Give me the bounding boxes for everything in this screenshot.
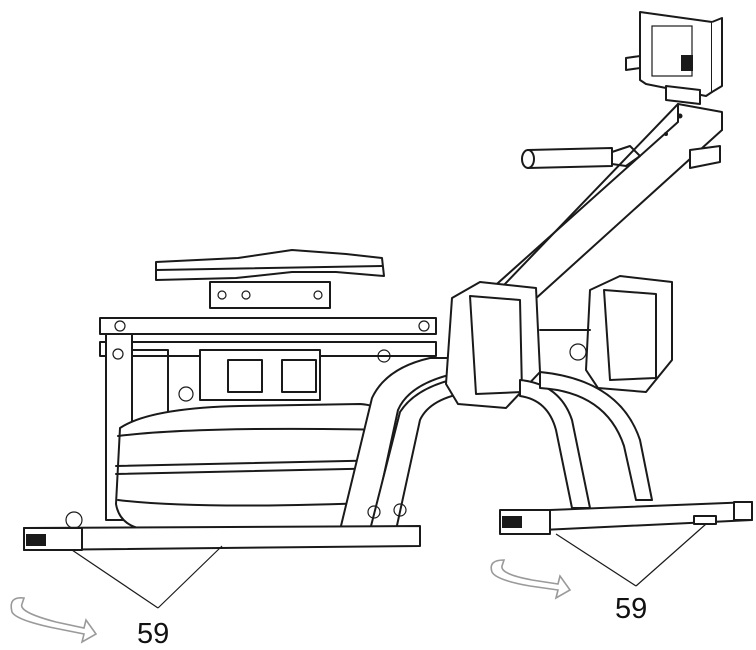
front-base bbox=[23, 511, 421, 551]
handle-bar bbox=[521, 145, 721, 169]
rotate-arrow-left bbox=[10, 596, 98, 644]
rotate-arrow-right bbox=[490, 559, 572, 600]
seat bbox=[155, 249, 385, 309]
rear-legs bbox=[519, 371, 653, 509]
frame-rail bbox=[99, 317, 437, 521]
footrests bbox=[445, 275, 673, 409]
part-callout-59-right: 59 bbox=[615, 593, 648, 625]
monitor-console bbox=[625, 11, 723, 105]
leader-lines bbox=[71, 523, 707, 609]
main-rail bbox=[469, 103, 723, 321]
rear-base bbox=[499, 501, 753, 535]
seat-carriage bbox=[178, 349, 321, 402]
part-callout-59-left: 59 bbox=[137, 618, 170, 650]
